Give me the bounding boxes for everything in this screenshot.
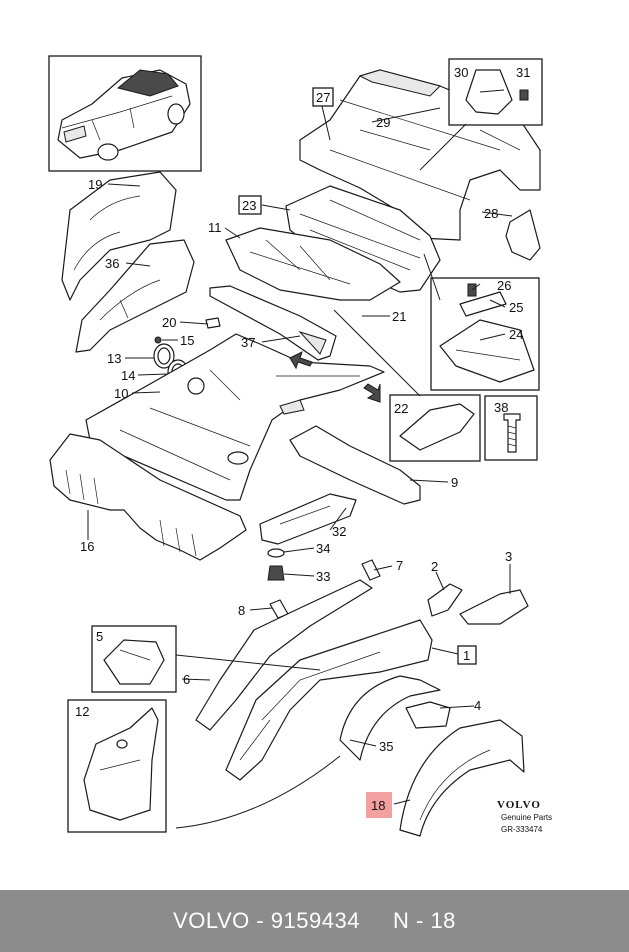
part-36-shape — [75, 239, 195, 353]
part-6-shape — [195, 579, 373, 731]
detail-box-24 — [430, 277, 540, 391]
callout-16: 16 — [80, 539, 94, 554]
callout-31: 31 — [516, 65, 530, 80]
callout-30: 30 — [454, 65, 468, 80]
callout-13: 13 — [107, 351, 121, 366]
brand-code: GR-333474 — [501, 825, 543, 834]
callout-28: 28 — [484, 206, 498, 221]
part-28-shape — [505, 209, 541, 261]
callout-10: 10 — [114, 386, 128, 401]
callout-37: 37 — [241, 335, 255, 350]
callout-4: 4 — [474, 698, 481, 713]
part-35-shape — [339, 675, 441, 761]
part-16-shape — [49, 433, 247, 561]
callout-5: 5 — [96, 629, 103, 644]
part-18-shape — [399, 719, 525, 837]
brand-logo: VOLVO — [497, 799, 541, 811]
callout-7: 7 — [396, 558, 403, 573]
detail-box-30 — [448, 58, 543, 126]
part-37-shape — [209, 285, 337, 361]
detail-box-38 — [484, 395, 538, 461]
part-1-shape — [225, 619, 433, 781]
callout-22: 22 — [394, 401, 408, 416]
callout-33: 33 — [316, 569, 330, 584]
part-20-shape — [205, 317, 221, 329]
highlight-box — [366, 792, 392, 818]
callout-19: 19 — [88, 177, 102, 192]
car-overview-inset — [48, 55, 202, 172]
callout-14: 14 — [121, 368, 135, 383]
part-19-shape — [61, 171, 177, 301]
detail-box-5 — [91, 625, 177, 693]
part-15-shape — [154, 336, 162, 344]
part-11-shape — [225, 227, 401, 301]
detail-box-12 — [67, 699, 167, 833]
part-4-shape — [405, 701, 451, 729]
part-34-shape — [267, 548, 285, 558]
footer-text: VOLVO - 9159434 N - 18 — [173, 908, 456, 933]
callout-18: 18 — [371, 798, 385, 813]
callout-32: 32 — [332, 524, 346, 539]
parts-diagram: 1 2 3 4 5 6 7 8 9 10 11 12 13 14 15 16 1… — [48, 55, 552, 837]
callout-24: 24 — [509, 327, 523, 342]
callout-8: 8 — [238, 603, 245, 618]
part-7-shape — [361, 559, 381, 581]
callout-36: 36 — [105, 256, 119, 271]
part-2-shape — [427, 583, 463, 617]
callout-11: 11 — [208, 220, 222, 235]
callout-21: 21 — [392, 309, 406, 324]
callout-3: 3 — [505, 549, 512, 564]
arrow-icon — [289, 351, 313, 370]
callout-2: 2 — [431, 559, 438, 574]
callout-38: 38 — [494, 400, 508, 415]
callout-6: 6 — [183, 672, 190, 687]
callout-9: 9 — [451, 475, 458, 490]
part-33-shape — [267, 565, 285, 581]
part-32-shape — [259, 493, 357, 545]
footer-bar: VOLVO - 9159434 N - 18 — [0, 890, 629, 952]
callout-25: 25 — [509, 300, 523, 315]
callout-29: 29 — [376, 115, 390, 130]
callout-1: 1 — [463, 648, 470, 663]
detail-box-22 — [389, 394, 481, 462]
callout-27: 27 — [316, 90, 330, 105]
callout-34: 34 — [316, 541, 330, 556]
callout-12: 12 — [75, 704, 89, 719]
part-3-shape — [459, 589, 529, 625]
part-10-shape — [85, 333, 385, 501]
brand-line1: Genuine Parts — [501, 813, 552, 822]
callout-26: 26 — [497, 278, 511, 293]
arrow-icon — [363, 383, 381, 403]
callout-23: 23 — [242, 198, 256, 213]
leader-lines — [87, 89, 513, 829]
callout-15: 15 — [180, 333, 194, 348]
callout-20: 20 — [162, 315, 176, 330]
callout-35: 35 — [379, 739, 393, 754]
part-9-shape — [289, 425, 421, 505]
